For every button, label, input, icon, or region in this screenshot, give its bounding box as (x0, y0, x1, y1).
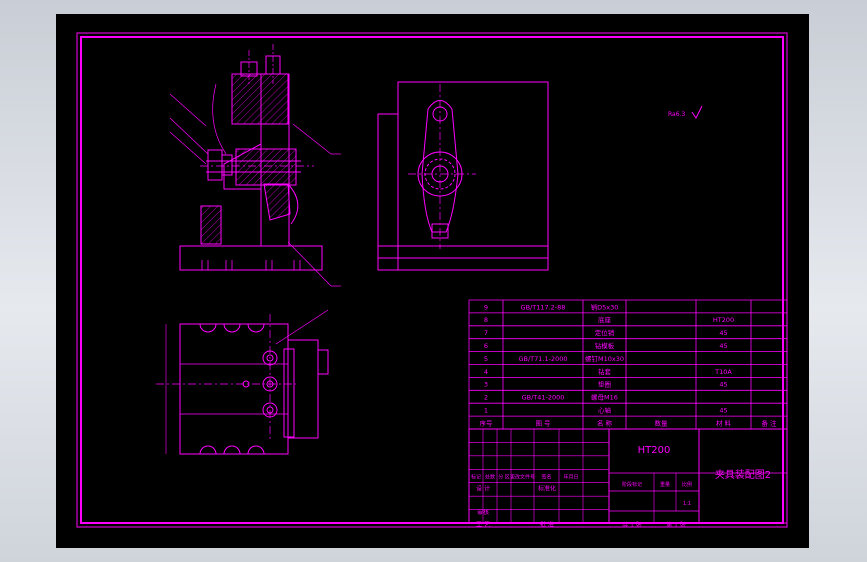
bom-cell-material: 45 (719, 329, 727, 337)
bom-row: 7 定位销 45 (484, 328, 728, 337)
outer-frame (76, 32, 788, 528)
bom-header-no: 序号 (480, 418, 494, 427)
bom-cell-no: 4 (484, 368, 488, 376)
bom-cell-no: 3 (484, 381, 488, 389)
bom-row: 4 钻套 T10A (484, 367, 732, 376)
bom-row: 9 GB/T117.2-88 销D5x30 (484, 302, 618, 311)
bom-row: 3 垫圈 45 (484, 380, 728, 389)
process-label: 工 艺 (476, 521, 490, 529)
bom-header-qty: 数量 (655, 418, 669, 427)
bom-cell-material: 45 (719, 381, 727, 389)
bom-cell-material: HT200 (713, 316, 734, 324)
revision-cell: 处数 (485, 474, 495, 481)
weight-label: 重量 (660, 481, 670, 488)
bom-row: 2 GB/T41-2000 螺母M16 (484, 393, 618, 402)
sheet-number: 第 1 张 (666, 521, 686, 529)
revision-row: 标记处数分 区更改文件号签名 年月日 (471, 474, 579, 481)
bom-cell-no: 8 (484, 316, 488, 324)
revision-cell: 分 区 (498, 474, 510, 481)
scale-value: 1:1 (683, 501, 691, 507)
bom-row: 5 GB/T71.1-2000 螺钉M10x30 (484, 354, 624, 363)
bom-header-note: 备 注 (761, 418, 777, 427)
bom-cell-no: 6 (484, 342, 488, 350)
base-plate (179, 245, 323, 271)
bom-header-std: 图 号 (535, 419, 551, 427)
revision-cell: 签名 (541, 474, 551, 481)
bom-cell-no: 5 (484, 355, 488, 363)
bom-cell-name: 定位销 (595, 328, 615, 337)
bom-cell-name: 钻模板 (595, 341, 615, 350)
drill-plate-section (231, 73, 289, 125)
bom-cell-name: 螺钉M10x30 (585, 354, 624, 363)
revision-cell: 年月日 (563, 474, 578, 481)
bom-cell-material: 45 (719, 342, 727, 350)
lever-arm (421, 100, 459, 233)
bom-cell-name: 心轴 (598, 405, 612, 414)
bom-cell-std: GB/T71.1-2000 (518, 355, 567, 363)
bom-cell-name: 垫圈 (598, 380, 611, 389)
bom-cell-material: T10A (714, 368, 732, 376)
approve-label: 批 准 (540, 521, 554, 529)
title-block: HT200 夹具装配图2 标记处数分 区更改文件号签名 年月日设 计 标准化审核工 艺 批… (468, 428, 788, 529)
roughness-label: Ra6.3 (668, 111, 685, 118)
bom-row: 6 钻模板 45 (484, 341, 728, 350)
bom-cell-material: 45 (719, 406, 727, 414)
bom-cell-no: 7 (484, 329, 488, 337)
design-label: 设 计 (476, 485, 490, 493)
support-web (263, 183, 291, 221)
bom-header-material: 材 料 (716, 418, 732, 427)
clamp-block (200, 205, 222, 245)
scale-label: 比例 (682, 481, 692, 488)
top-outline (179, 323, 289, 455)
bom-row: 8 底座 HT200 (484, 315, 734, 324)
bom-cell-name: 螺母M16 (591, 393, 618, 402)
sheets-total: 共 1 张 (622, 521, 642, 529)
bom-cell-name: 底座 (598, 315, 612, 324)
revision-cell: 标记 (471, 474, 481, 481)
drawing-border (80, 36, 784, 524)
bom-cell-name: 钻套 (598, 367, 612, 376)
bom-cell-no: 9 (484, 303, 488, 311)
front-section-view (169, 44, 341, 287)
side-view (377, 81, 549, 271)
bom-cell-std: GB/T117.2-88 (521, 303, 566, 311)
roughness-symbol: Ra6.3 (668, 105, 703, 119)
material-cell: HT200 (638, 445, 671, 456)
review-label: 审核 (477, 509, 489, 517)
stage-mark-label: 阶段标记 (622, 481, 642, 488)
top-view (156, 309, 329, 455)
bom-cell-no: 2 (484, 394, 488, 402)
bom-cell-std: GB/T41-2000 (522, 394, 565, 402)
drawing-svg: Ra6.3 9GB/T117.2-88销D5x308底座HT2007定位销456… (76, 32, 788, 529)
side-outline (397, 81, 549, 271)
drawing-name: 夹具装配图2 (715, 468, 771, 481)
standardize-label: 标准化 (538, 485, 556, 493)
mandrel-section (235, 148, 297, 186)
bom-header: 序号 图 号 名 称 数量 材 料 备 注 (480, 418, 778, 427)
bom-cell-name: 销D5x30 (591, 302, 619, 311)
bom-cell-no: 1 (484, 406, 488, 414)
revision-cell: 更改文件号 (510, 474, 535, 481)
bom-header-name: 名 称 (597, 418, 613, 427)
bom-row: 1 心轴 45 (484, 405, 728, 414)
